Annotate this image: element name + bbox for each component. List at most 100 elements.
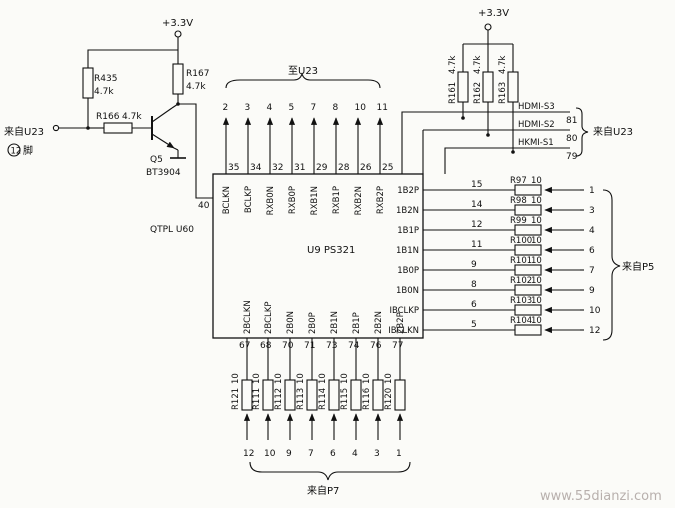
right-connector-pin-5: 7 xyxy=(589,266,595,276)
top-target-8: 11 xyxy=(377,103,388,113)
right-resistor-name-7: R103 xyxy=(510,296,532,306)
right-pin-2: 14 xyxy=(471,200,483,210)
bottom-resistor-value-3: 10 xyxy=(274,373,284,384)
hdmi-resistor-1 xyxy=(457,71,469,103)
right-resistor-name-6: R102 xyxy=(510,276,532,286)
hdmi-resistor-value-2: 4.7k xyxy=(473,55,483,74)
q5-part: BT3904 xyxy=(146,168,181,178)
r166-value: 4.7k xyxy=(122,112,142,122)
right-pin-3: 12 xyxy=(471,220,482,230)
right-signal-8: IBCLKN xyxy=(388,326,419,336)
top-signal-4: RXB0P xyxy=(288,186,298,214)
bottom-resistor-1 xyxy=(241,379,253,411)
right-resistor-value-5: 10 xyxy=(531,256,542,266)
bottom-signal-6: 2B1P xyxy=(352,312,362,334)
top-signal-2: BCLKP xyxy=(244,186,254,213)
top-group-label: 至U23 xyxy=(288,65,318,77)
right-connector-pin-6: 9 xyxy=(589,286,595,296)
top-pin-4: 31 xyxy=(294,163,305,173)
bottom-pin-8: 77 xyxy=(392,341,403,351)
hdmi-pin-2: 80 xyxy=(566,134,578,144)
bottom-resistor-value-5: 10 xyxy=(318,373,328,384)
bottom-resistor-8 xyxy=(394,379,406,411)
right-resistor-value-4: 10 xyxy=(531,236,542,246)
hdmi-signal-2: HDMI-S2 xyxy=(518,120,555,130)
u9-chip-body xyxy=(212,173,424,339)
top-target-1: 2 xyxy=(223,103,229,113)
right-resistor-name-3: R99 xyxy=(510,216,527,226)
bottom-resistor-value-1: 10 xyxy=(231,373,241,384)
right-resistor-2 xyxy=(514,204,542,216)
right-signal-4: 1B1N xyxy=(396,246,419,256)
right-resistor-name-8: R104 xyxy=(510,316,532,326)
right-connector-pin-2: 3 xyxy=(589,206,595,216)
bottom-signal-2: 2BCLKP xyxy=(264,302,274,334)
right-resistor-5 xyxy=(514,264,542,276)
r435-value: 4.7k xyxy=(94,87,114,97)
right-connector-pin-1: 1 xyxy=(589,186,595,196)
right-supply: +3.3V xyxy=(478,8,509,44)
right-signal-7: IBCLKP xyxy=(389,306,419,316)
left-supply: +3.3V xyxy=(162,18,193,50)
bottom-signal-7: 2B2N xyxy=(374,311,384,334)
bottom-pin-6: 74 xyxy=(348,341,360,351)
r167-value: 4.7k xyxy=(186,82,206,92)
left-input-label: 来自U23 xyxy=(4,125,44,138)
chip-side-label: QTPL U60 xyxy=(150,225,194,235)
top-target-5: 7 xyxy=(311,103,317,113)
right-resistor-name-2: R98 xyxy=(510,196,527,206)
r167-label: R167 xyxy=(186,69,209,79)
bottom-resistor-name-8: R120 xyxy=(384,388,394,410)
right-pin-5: 9 xyxy=(471,260,477,270)
chip-name: U9 PS321 xyxy=(307,245,355,256)
hdmi-signal-1: HDMI-S3 xyxy=(518,102,555,112)
bottom-pin-3: 70 xyxy=(282,341,294,351)
bottom-pin-7: 76 xyxy=(370,341,382,351)
bottom-pin-1: 67 xyxy=(239,341,250,351)
bottom-resistor-value-7: 10 xyxy=(362,373,372,384)
top-signal-6: RXB1P xyxy=(332,186,342,214)
right-pin-4: 11 xyxy=(471,240,482,250)
top-target-6: 8 xyxy=(333,103,339,113)
bottom-resistor-name-4: R113 xyxy=(296,388,306,410)
pin-40-label: 40 xyxy=(198,201,210,211)
p5-group-label: 来自P5 xyxy=(622,260,654,273)
bottom-resistor-value-2: 10 xyxy=(252,373,262,384)
hdmi-signal-3: HKMI-S1 xyxy=(518,138,554,148)
top-signal-1: BCLKN xyxy=(222,186,232,214)
hdmi-junction-2 xyxy=(486,133,490,137)
bottom-resistor-name-2: R111 xyxy=(252,388,262,410)
r166-resistor xyxy=(103,122,133,134)
hdmi-brace xyxy=(575,107,589,157)
bottom-signal-8: 2B2P xyxy=(396,312,406,334)
top-signal-5: RXB1N xyxy=(310,186,320,215)
hdmi-resistor-2 xyxy=(482,71,494,103)
bottom-signal-4: 2B0P xyxy=(308,312,318,334)
hdmi-resistor-name-3: R163 xyxy=(498,82,508,104)
bottom-resistor-value-6: 10 xyxy=(340,373,350,384)
bottom-resistor-value-4: 10 xyxy=(296,373,306,384)
bottom-pin-5: 73 xyxy=(326,341,337,351)
bottom-signal-3: 2B0N xyxy=(286,311,296,334)
left-input: 来自U23 12 脚 xyxy=(4,124,60,157)
hdmi-junction-1 xyxy=(461,116,465,120)
r166-label: R166 xyxy=(96,112,120,122)
bottom-resistor-2 xyxy=(262,379,274,411)
q5-transistor: Q5 BT3904 xyxy=(146,103,186,178)
p7-brace xyxy=(249,461,411,481)
top-signal-8: RXB2P xyxy=(376,186,386,214)
top-signal-3: RXB0N xyxy=(266,186,276,215)
left-supply-label: +3.3V xyxy=(162,18,193,29)
pin-number-circle xyxy=(7,143,21,157)
top-pin-5: 29 xyxy=(316,163,328,173)
bottom-connector-pin-5: 6 xyxy=(330,449,336,459)
bottom-resistor-name-7: R116 xyxy=(362,388,372,410)
bottom-signal-5: 2B1N xyxy=(330,311,340,334)
hdmi-pin-1: 81 xyxy=(566,116,577,126)
left-input-pin: 12 xyxy=(11,147,22,157)
right-resistor-value-3: 10 xyxy=(531,216,542,226)
bottom-connector-pin-3: 9 xyxy=(286,449,292,459)
